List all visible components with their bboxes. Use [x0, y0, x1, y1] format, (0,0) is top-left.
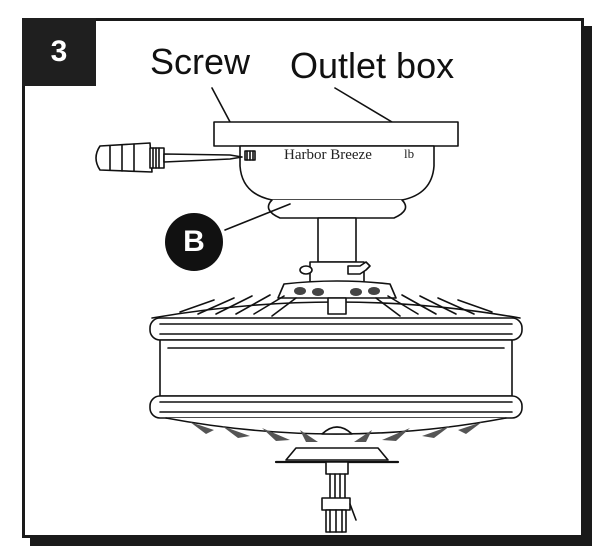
collar-bolts — [294, 287, 380, 296]
housing-top-band — [149, 317, 523, 341]
switch-hub — [325, 461, 349, 475]
frame-shadow-bottom — [30, 538, 592, 546]
canopy-brand-text: Harbor Breeze — [284, 147, 372, 163]
callout-b-badge: B — [165, 213, 223, 271]
outlet-box-label: Outlet box — [290, 45, 455, 86]
screwdriver — [95, 142, 243, 173]
upper-vent-slats — [179, 294, 493, 317]
wire-connector — [321, 497, 351, 511]
center-boss — [321, 426, 353, 435]
outlet-box — [213, 121, 459, 147]
housing-bottom-band — [149, 395, 523, 419]
coupler-pin — [299, 265, 313, 275]
step-number-badge: 3 — [22, 18, 96, 86]
frame-shadow-right — [584, 26, 592, 546]
canopy-screw — [244, 150, 256, 161]
ground-wire — [349, 503, 357, 521]
downrod — [317, 217, 357, 263]
outlet-leader-line — [334, 87, 393, 123]
canopy-lower-ring — [267, 199, 407, 219]
lower-vent-slats — [190, 422, 482, 442]
callout-b-leader-line — [224, 203, 291, 231]
wire-bundle — [329, 473, 346, 499]
motor-top-collar — [277, 280, 397, 299]
coupler-clip — [347, 261, 371, 275]
switch-plate — [285, 447, 389, 461]
housing-body — [159, 339, 513, 397]
canopy-brand-mark: lb — [404, 146, 415, 161]
screw-label: Screw — [150, 41, 251, 82]
